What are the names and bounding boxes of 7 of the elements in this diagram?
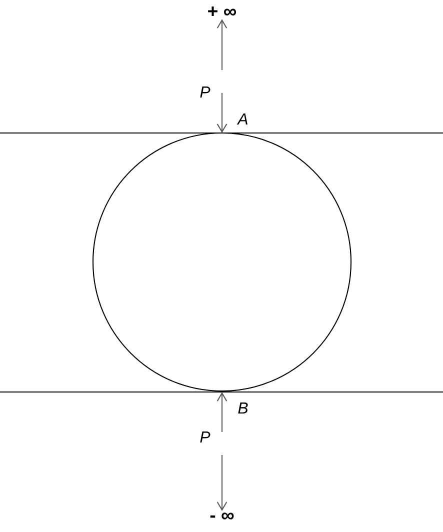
force-label: P bbox=[200, 86, 210, 98]
arrow bbox=[216, 455, 228, 512]
infinity-label: + ∞ bbox=[208, 6, 236, 16]
arrow bbox=[216, 19, 228, 70]
infinity-label: - ∞ bbox=[210, 512, 234, 520]
cylinder-circle bbox=[92, 132, 352, 392]
force-label: P bbox=[200, 432, 210, 442]
